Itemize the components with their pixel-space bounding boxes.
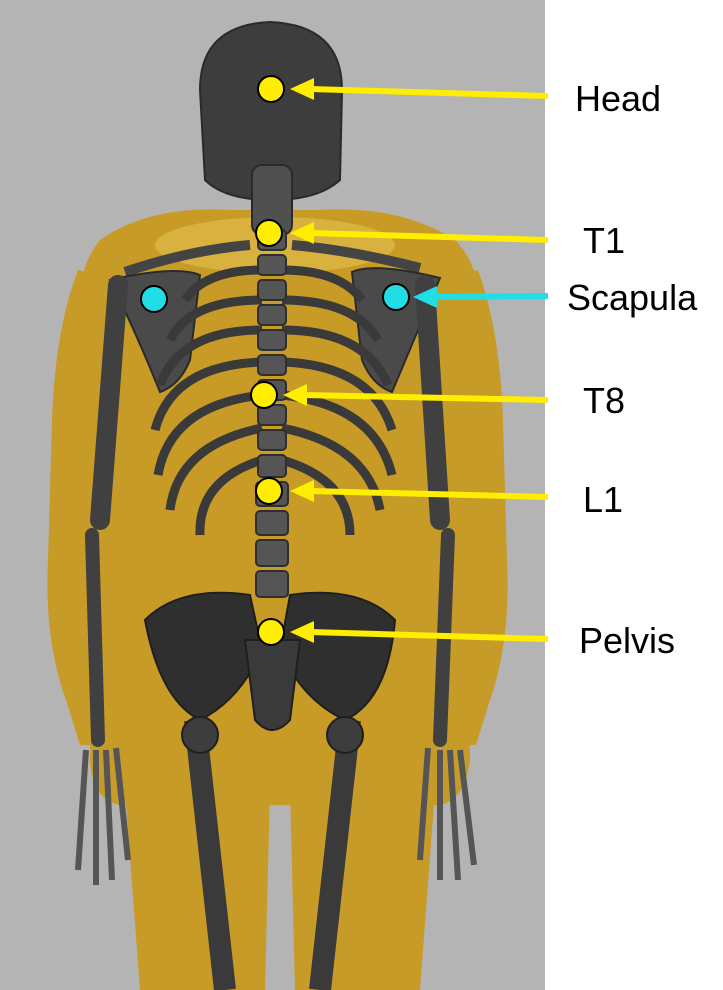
marker-t1: [256, 220, 282, 246]
label-pelvis: Pelvis: [579, 620, 675, 661]
marker-scapula-right: [383, 284, 409, 310]
label-t1: T1: [583, 220, 625, 261]
label-head: Head: [575, 78, 661, 119]
spine: [256, 230, 288, 597]
marker-l1: [256, 478, 282, 504]
marker-head: [258, 76, 284, 102]
label-l1: L1: [583, 479, 623, 520]
marker-t8: [251, 382, 277, 408]
marker-scapula-left: [141, 286, 167, 312]
label-t8: T8: [583, 380, 625, 421]
left-forearm: [92, 535, 98, 740]
marker-pelvis: [258, 619, 284, 645]
label-scapula: Scapula: [567, 277, 698, 318]
